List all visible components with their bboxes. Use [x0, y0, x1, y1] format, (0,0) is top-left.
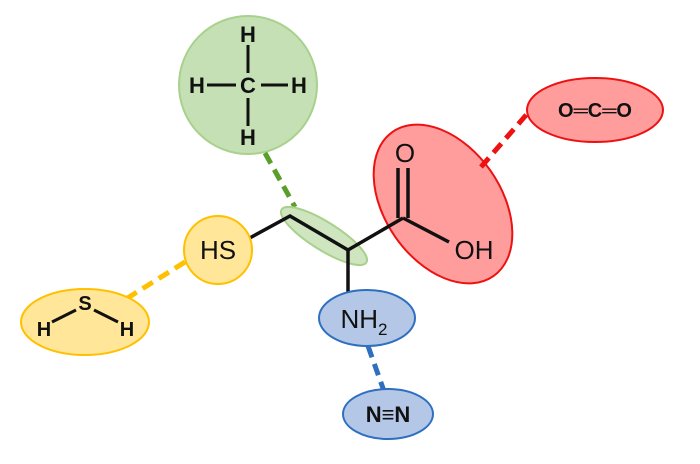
yellow-dashed-link: [124, 259, 187, 302]
skeleton-bonds: [245, 168, 450, 300]
red-dashed-link: [479, 112, 529, 169]
carboxyl-highlight: [372, 123, 514, 285]
h2s-group: S H H: [20, 288, 150, 356]
methane-group: C H H H H: [178, 15, 318, 155]
n2-group: N≡N: [342, 388, 434, 440]
methane-carbon: C: [240, 73, 256, 98]
carboxyl-oxygen: O: [395, 138, 415, 168]
methane-h-bottom: H: [240, 125, 256, 150]
thiol-highlight: [183, 215, 253, 285]
blue-dashed-link: [365, 345, 388, 395]
h2s-h-left: H: [37, 319, 51, 341]
methane-h-right: H: [291, 73, 307, 98]
thiol-label: HS: [200, 235, 236, 265]
co2-label: O═C═O: [558, 100, 632, 122]
methane-h-left: H: [189, 73, 205, 98]
methane-h-top: H: [240, 22, 256, 47]
n2-label: N≡N: [366, 402, 411, 427]
green-dashed-link: [262, 151, 298, 209]
h2s-sulfur: S: [78, 293, 91, 315]
amine-label: NH2: [340, 304, 387, 339]
amine-highlight: [318, 289, 416, 347]
co2-group: O═C═O: [526, 77, 664, 143]
h2s-h-right: H: [120, 319, 134, 341]
carboxyl-hydroxyl: OH: [455, 235, 494, 265]
